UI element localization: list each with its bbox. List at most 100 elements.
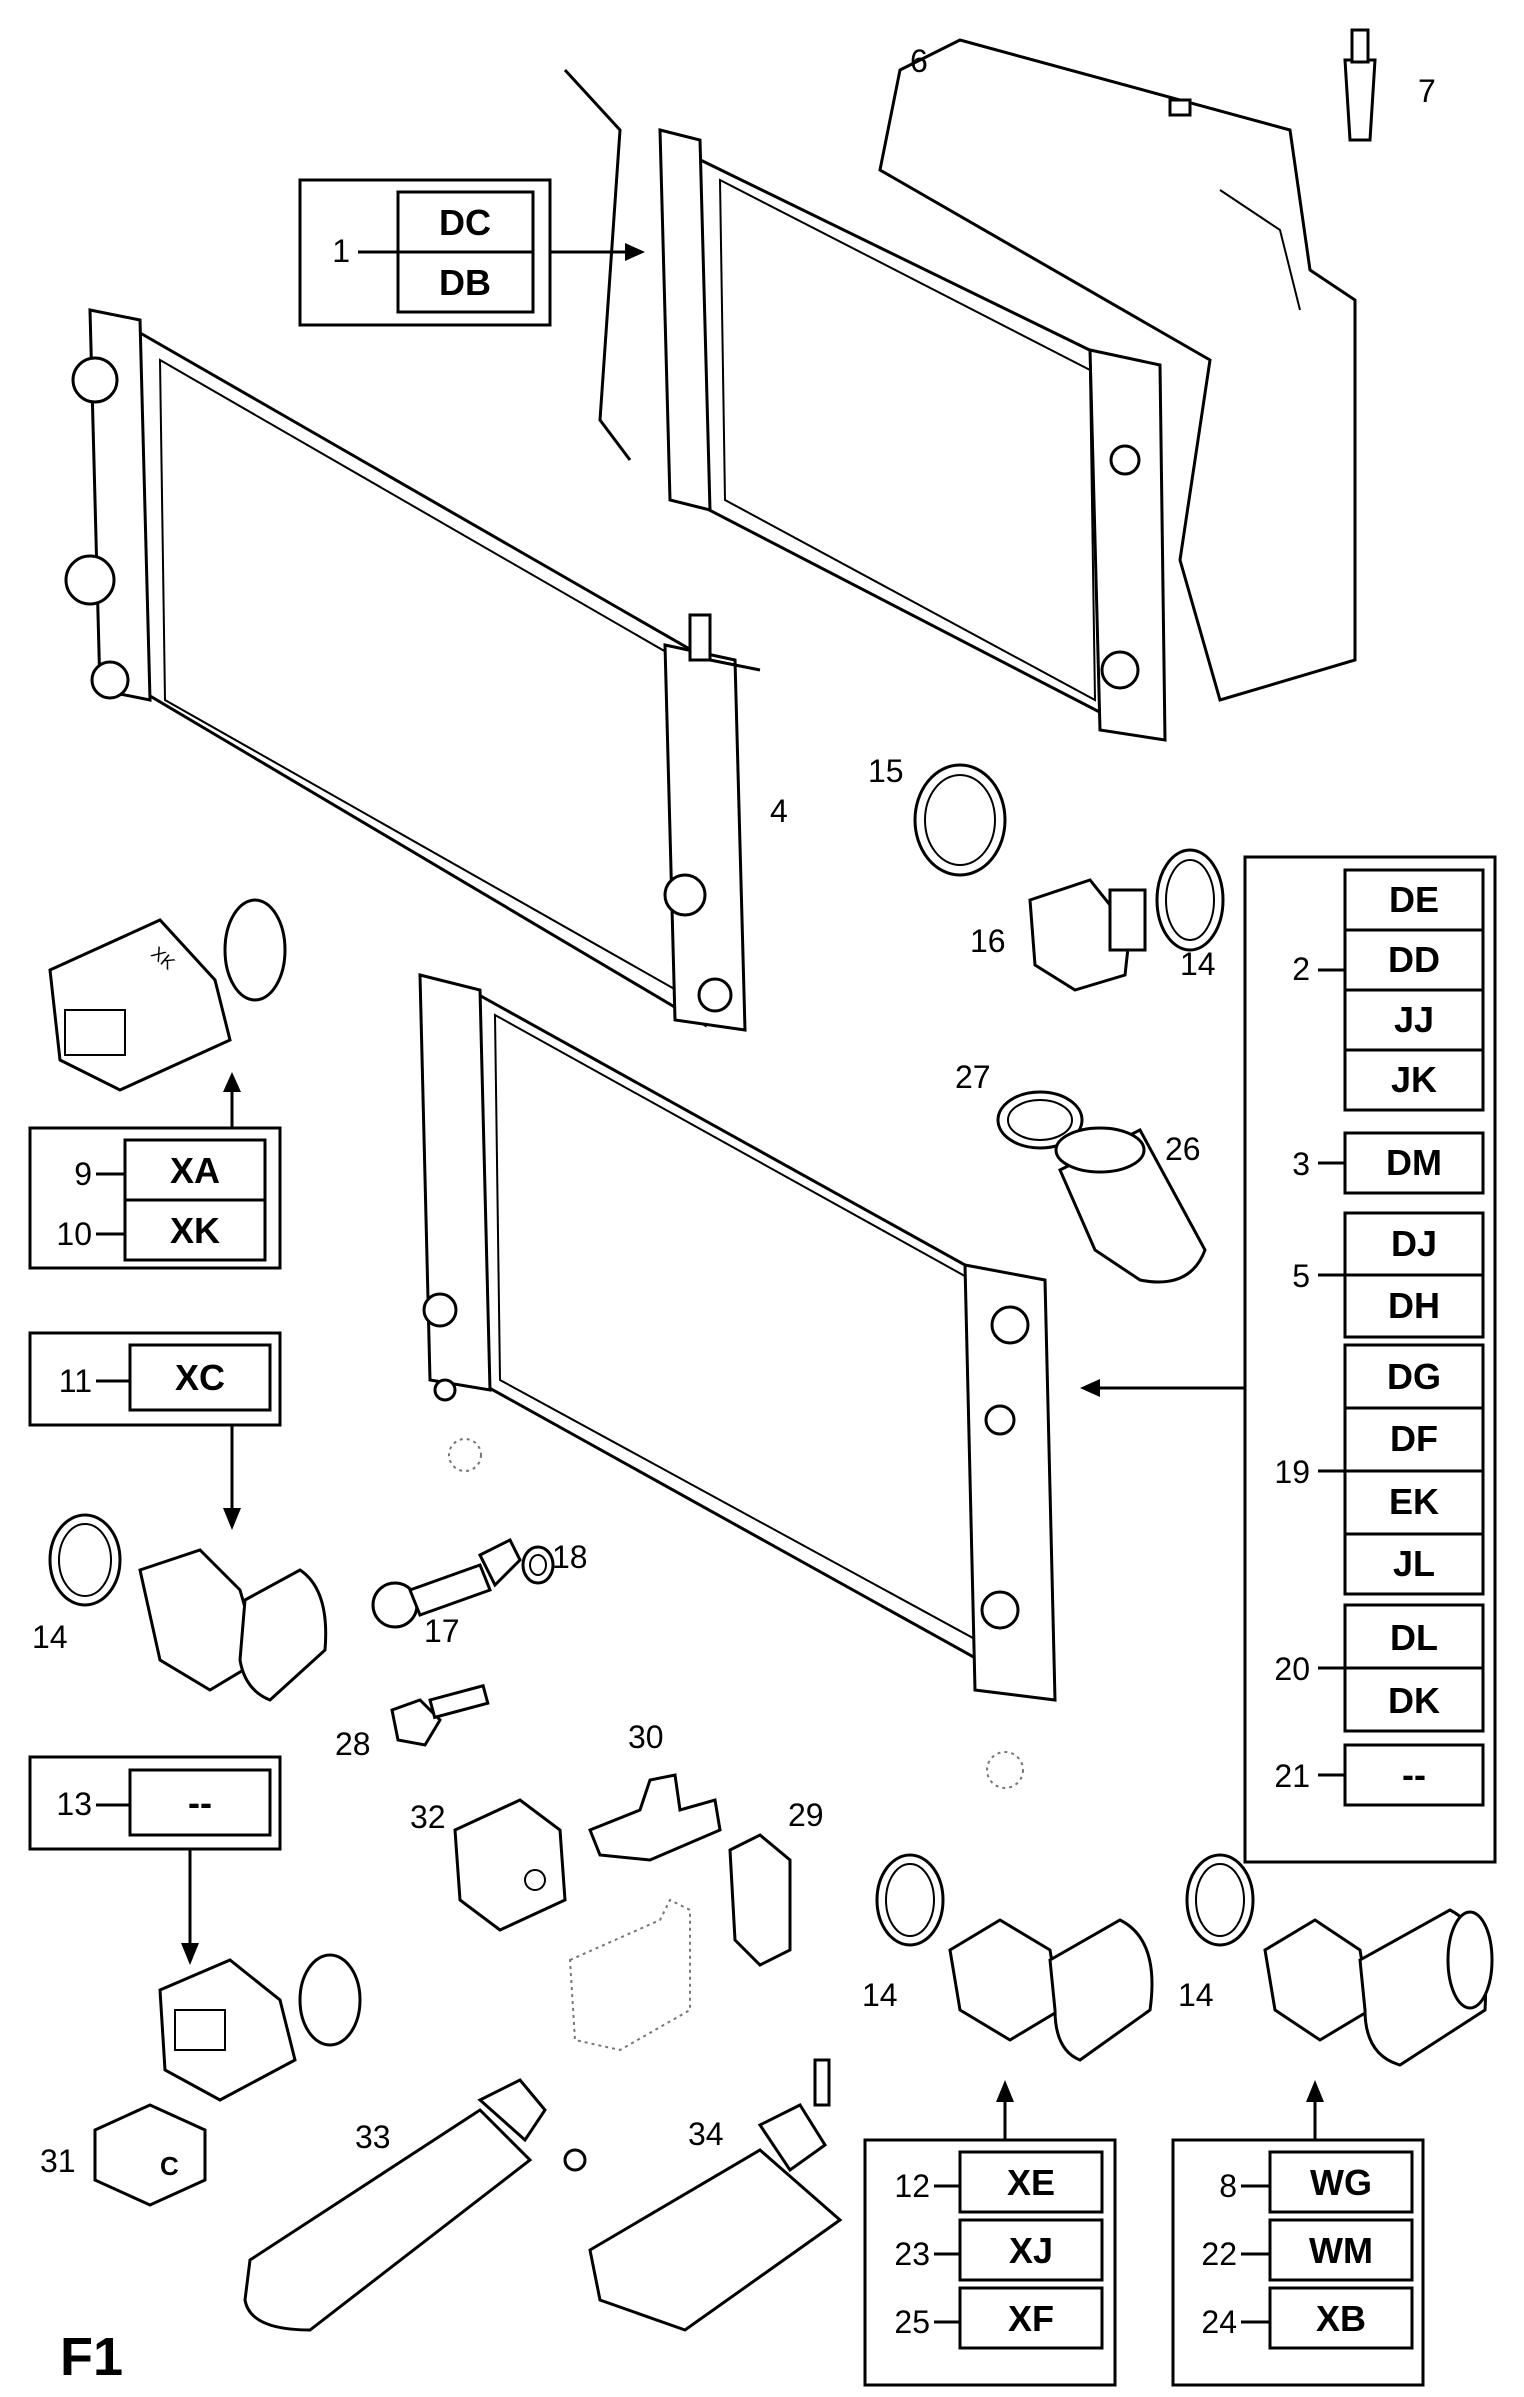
temperature-switch-xe (948, 1918, 1154, 2062)
bolt-part-28 (390, 1683, 490, 1747)
temperature-switch-xa: XK (48, 898, 287, 1092)
callout-21: 21 (1274, 1758, 1310, 1794)
drain-plug-part-16 (1028, 878, 1147, 992)
callout-10: 10 (56, 1216, 92, 1252)
sealant-tube-part-34 (588, 2058, 843, 2332)
push-rivet-part-7 (1343, 28, 1377, 142)
code-ek: EK (1389, 1481, 1439, 1522)
code-xj: XJ (1009, 2230, 1053, 2271)
callout-32: 32 (410, 1799, 446, 1835)
callout-26: 26 (1165, 1131, 1201, 1167)
seal-ring-part-15 (913, 763, 1007, 877)
callout-14b: 14 (32, 1619, 68, 1655)
code-dj: DJ (1391, 1223, 1437, 1264)
clip-part-30 (588, 1773, 722, 1862)
radiator-part-1 (563, 68, 1167, 742)
callout-8: 8 (1219, 2168, 1237, 2204)
code-jl: JL (1393, 1543, 1435, 1584)
code-xc: XC (175, 1357, 225, 1398)
code-xb: XB (1316, 2298, 1366, 2339)
fan-shroud-part-6 (878, 38, 1357, 702)
callout-5: 5 (1292, 1258, 1310, 1294)
cap-part-31: C (93, 2103, 207, 2207)
code-group-9-10: XA XK 9 10 (28, 1072, 282, 1270)
code-wg: WG (1310, 2162, 1372, 2203)
callout-16: 16 (970, 923, 1006, 959)
callout-27: 27 (955, 1059, 991, 1095)
callout-1: 1 (332, 233, 350, 269)
code-dc: DC (439, 202, 491, 243)
code-group-13: -- 13 (28, 1755, 282, 1965)
callout-34: 34 (688, 2116, 724, 2152)
callout-20: 20 (1274, 1651, 1310, 1687)
callout-29: 29 (788, 1797, 824, 1833)
callout-18: 18 (552, 1539, 588, 1575)
temperature-sensor-wg (1263, 1908, 1494, 2067)
callout-14a: 14 (1180, 946, 1216, 982)
callout-17: 17 (424, 1613, 460, 1649)
temperature-switch-13 (158, 1953, 362, 2102)
radiator-main (418, 973, 1057, 1789)
callout-22: 22 (1201, 2236, 1237, 2272)
callout-33: 33 (355, 2119, 391, 2155)
callout-3: 3 (1292, 1146, 1310, 1182)
seal-ring-part-18 (521, 1545, 555, 1585)
mounting-bracket-dotted (568, 1898, 691, 2052)
callout-24: 24 (1201, 2304, 1237, 2340)
callout-labels: 6 7 4 15 16 14 27 26 18 17 14 28 30 32 2… (32, 43, 1436, 2179)
sealant-tube-part-33 (243, 2078, 587, 2332)
callout-19: 19 (1274, 1454, 1310, 1490)
hose-clamp-part-27 (996, 1090, 1084, 1150)
code-de: DE (1389, 879, 1439, 920)
code-dl: DL (1390, 1617, 1438, 1658)
code-db: DB (439, 262, 491, 303)
code-13-dashes: -- (188, 1782, 212, 1823)
callout-14c: 14 (862, 1977, 898, 2013)
code-xk: XK (170, 1210, 220, 1251)
callout-30: 30 (628, 1719, 664, 1755)
callout-25: 25 (894, 2304, 930, 2340)
code-dm: DM (1386, 1142, 1442, 1183)
radiator-part-4 (64, 308, 761, 1032)
callout-11: 11 (59, 1363, 92, 1399)
callout-15: 15 (868, 753, 904, 789)
callout-14d: 14 (1178, 1977, 1214, 2013)
callout-12: 12 (894, 2168, 930, 2204)
code-jj: JJ (1394, 999, 1434, 1040)
code-group-8-22-24: WG WM XB 8 22 24 (1171, 2080, 1425, 2387)
callout-4: 4 (770, 793, 788, 829)
code-list-right: DE DD JJ JK 2 DM 3 DJ DH 5 DG DF EK JL 1… (1080, 855, 1497, 1864)
figure-label: F1 (60, 2327, 123, 2387)
cap-marking-text: C (160, 2151, 179, 2181)
bleed-screw-part-17 (371, 1537, 522, 1629)
temperature-switch-xc (138, 1548, 328, 1702)
code-dh: DH (1388, 1285, 1440, 1326)
code-dg: DG (1387, 1356, 1441, 1397)
code-dk: DK (1388, 1680, 1440, 1721)
callout-13: 13 (56, 1786, 92, 1822)
code-xa: XA (170, 1150, 220, 1191)
callout-6: 6 (910, 43, 928, 79)
callout-9: 9 (74, 1156, 92, 1192)
code-jk: JK (1391, 1059, 1437, 1100)
bracket-part-32 (453, 1798, 567, 1932)
seal-ring-part-14a (1155, 848, 1225, 952)
code-xe: XE (1007, 2162, 1055, 2203)
callout-7: 7 (1418, 73, 1436, 109)
seal-ring-part-14d (1185, 1853, 1255, 1947)
clip-part-29 (728, 1833, 792, 1967)
code-xf: XF (1008, 2298, 1054, 2339)
code-group-11: XC 11 (28, 1331, 282, 1530)
seal-ring-part-14c (875, 1853, 945, 1947)
seal-ring-part-14b (48, 1513, 122, 1607)
cap-part-26 (1054, 1126, 1207, 1284)
code-group-12-23-25: XE XJ XF 12 23 25 (863, 2080, 1117, 2387)
callout-2: 2 (1292, 951, 1310, 987)
code-wm: WM (1309, 2230, 1373, 2271)
code-dd: DD (1388, 939, 1440, 980)
code-df: DF (1390, 1418, 1438, 1459)
callout-23: 23 (894, 2236, 930, 2272)
callout-28: 28 (335, 1726, 371, 1762)
